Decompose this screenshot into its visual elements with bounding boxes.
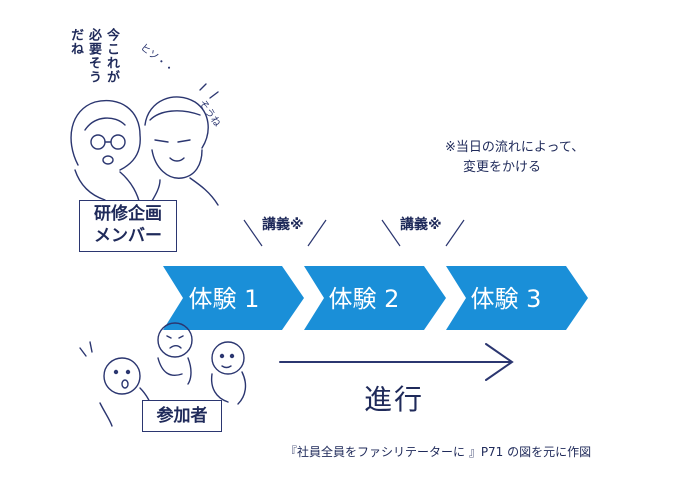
step-chevron-1 xyxy=(163,266,304,330)
planning-members-label: 研修企画 メンバー xyxy=(79,200,177,252)
progress-arrow xyxy=(279,343,514,381)
speech-line-1: 今これが xyxy=(104,28,119,84)
lecture-label-1: 講義※ xyxy=(262,217,304,233)
planning-label-line1: 研修企画 xyxy=(94,204,162,224)
lecture-label-2: 講義※ xyxy=(400,217,442,233)
step-label-3: 体験 3 xyxy=(471,285,542,313)
participants-illustration xyxy=(79,322,247,427)
step-chevron-3 xyxy=(446,266,588,330)
schedule-note: ※当日の流れによって、 変更をかける xyxy=(445,138,584,178)
progress-label: 進行 xyxy=(364,383,425,416)
participants-label: 参加者 xyxy=(142,400,222,432)
step-chevron-2 xyxy=(304,266,446,330)
step-label-2: 体験 2 xyxy=(329,285,400,313)
planning-label-line2: メンバー xyxy=(94,226,162,246)
note-line1: ※当日の流れによって、 xyxy=(445,140,585,155)
source-caption: 『社員全員をファシリテーターに 』P71 の図を元に作図 xyxy=(285,445,592,459)
speech-line-2: 必要そう xyxy=(86,28,101,84)
speech-line-3: だね xyxy=(68,28,83,56)
note-line2: 変更をかける xyxy=(463,160,542,175)
step-label-1: 体験 1 xyxy=(189,285,260,313)
